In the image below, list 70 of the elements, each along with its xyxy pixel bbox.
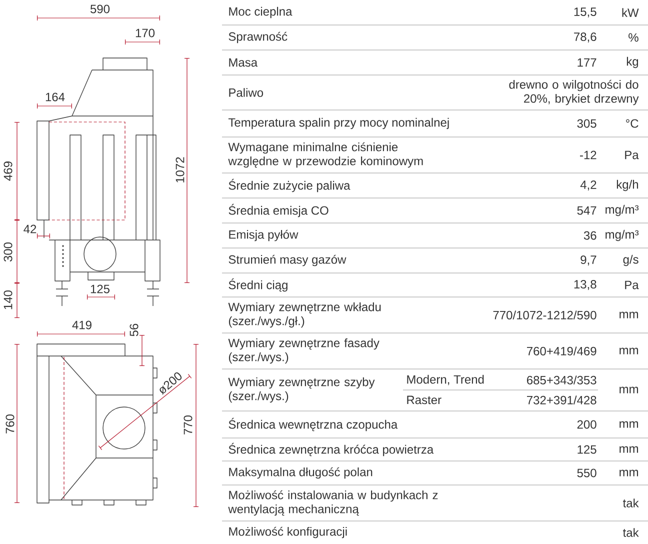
spec-name: Paliwo: [229, 88, 264, 97]
spec-name: Temperatura spalin przy mocy nominalnej: [228, 118, 449, 130]
unit-label: mm: [620, 386, 638, 394]
spec-name: Możliwość konfiguracji: [229, 526, 347, 538]
variant-name: Modern, Trend: [407, 374, 484, 386]
spec-name: Wymiary zewnętrzne wkładu (szer./wys./gł.): [228, 302, 381, 328]
spec-value: 200: [577, 420, 596, 429]
unit-label: mm: [620, 446, 638, 453]
spec-value: 177: [578, 58, 596, 67]
dimension-label: 760: [6, 414, 14, 434]
spec-name: Wymiary zewnętrzne fasady (szer./wys.): [228, 338, 380, 364]
variant-name: Raster: [407, 396, 442, 404]
unit-label: Pa: [625, 150, 639, 160]
spec-name: Maksymalna długość polan: [229, 467, 372, 479]
dimension-label: 125: [90, 284, 110, 294]
unit-label: mg/m³: [606, 230, 639, 242]
dimension-label: 419: [72, 320, 92, 330]
spec-value: 15,5: [574, 8, 596, 18]
unit-label: mg/m³: [606, 204, 639, 216]
dimension-label: 170: [136, 28, 155, 38]
spec-value: 36: [584, 231, 596, 240]
spec-value: 547: [577, 206, 596, 215]
unit-label: kg: [626, 56, 638, 68]
spec-value: 13,8: [574, 280, 596, 290]
spec-value: tak: [622, 528, 639, 537]
dimension-label: 1072: [176, 157, 184, 182]
spec-value: 9,7: [580, 256, 596, 266]
spec-value: 550: [577, 468, 596, 478]
dimension-label: 770: [184, 415, 192, 434]
spec-name: Sprawność: [228, 32, 288, 44]
spec-value: tak: [622, 498, 639, 508]
spec-name: Wymiary zewnętrzne szyby (szer./wys.): [228, 377, 375, 403]
unit-label: mm: [620, 348, 638, 354]
spec-value: 305: [577, 119, 596, 128]
unit-label: mm: [620, 421, 638, 428]
spec-name: Średni ciąg: [228, 278, 288, 292]
dimension-label: 56: [130, 324, 138, 336]
spec-value: -12: [580, 150, 596, 160]
spec-name: Średnie zużycie paliwa: [228, 178, 350, 192]
spec-name: Wymagane minimalne ciśnienie względne w przewodzie kominowym: [228, 142, 423, 168]
spec-name: Moc cieplna: [229, 6, 292, 18]
spec-name: Strumień masy gazów: [228, 254, 346, 266]
unit-label: °C: [626, 119, 638, 128]
dimension-label: 300: [4, 242, 12, 262]
spec-name: Możliwość instalowania w budynkach z wentylacją mechaniczną: [228, 490, 438, 516]
unit-label: Pa: [625, 280, 639, 290]
unit-label: mm: [620, 312, 638, 318]
spec-value: 732+391/428: [527, 396, 596, 404]
dimension-label: 42: [24, 224, 36, 234]
spec-value: 760+419/469: [527, 346, 596, 356]
unit-label: kW: [622, 8, 639, 17]
spec-name: Emisja pyłów: [229, 230, 298, 242]
unit-label: kg/h: [616, 180, 638, 192]
unit-label: %: [628, 33, 638, 42]
unit-label: mm: [620, 470, 638, 476]
dimension-label: 469: [4, 162, 12, 181]
spec-name: Średnia emisja CO: [228, 204, 328, 218]
spec-value: drewno o wilgotności do 20%, brykiet drzewny: [509, 80, 639, 106]
unit-label: g/s: [623, 254, 638, 266]
dimension-label: 140: [4, 290, 12, 310]
spec-name: Średnica wewnętrzna czopucha: [228, 418, 398, 432]
dimension-label: 164: [46, 92, 65, 102]
spec-value: 4,2: [580, 180, 596, 190]
spec-name: Masa: [229, 58, 258, 67]
spec-name: Średnica zewnętrzna króćca powietrza: [228, 442, 434, 456]
spec-value: 125: [578, 445, 596, 454]
spec-value: 770/1072-1212/590: [493, 310, 596, 320]
spec-value: 78,6: [574, 32, 596, 42]
spec-value: 685+343/353: [527, 376, 596, 384]
dimension-label: 590: [90, 4, 110, 14]
